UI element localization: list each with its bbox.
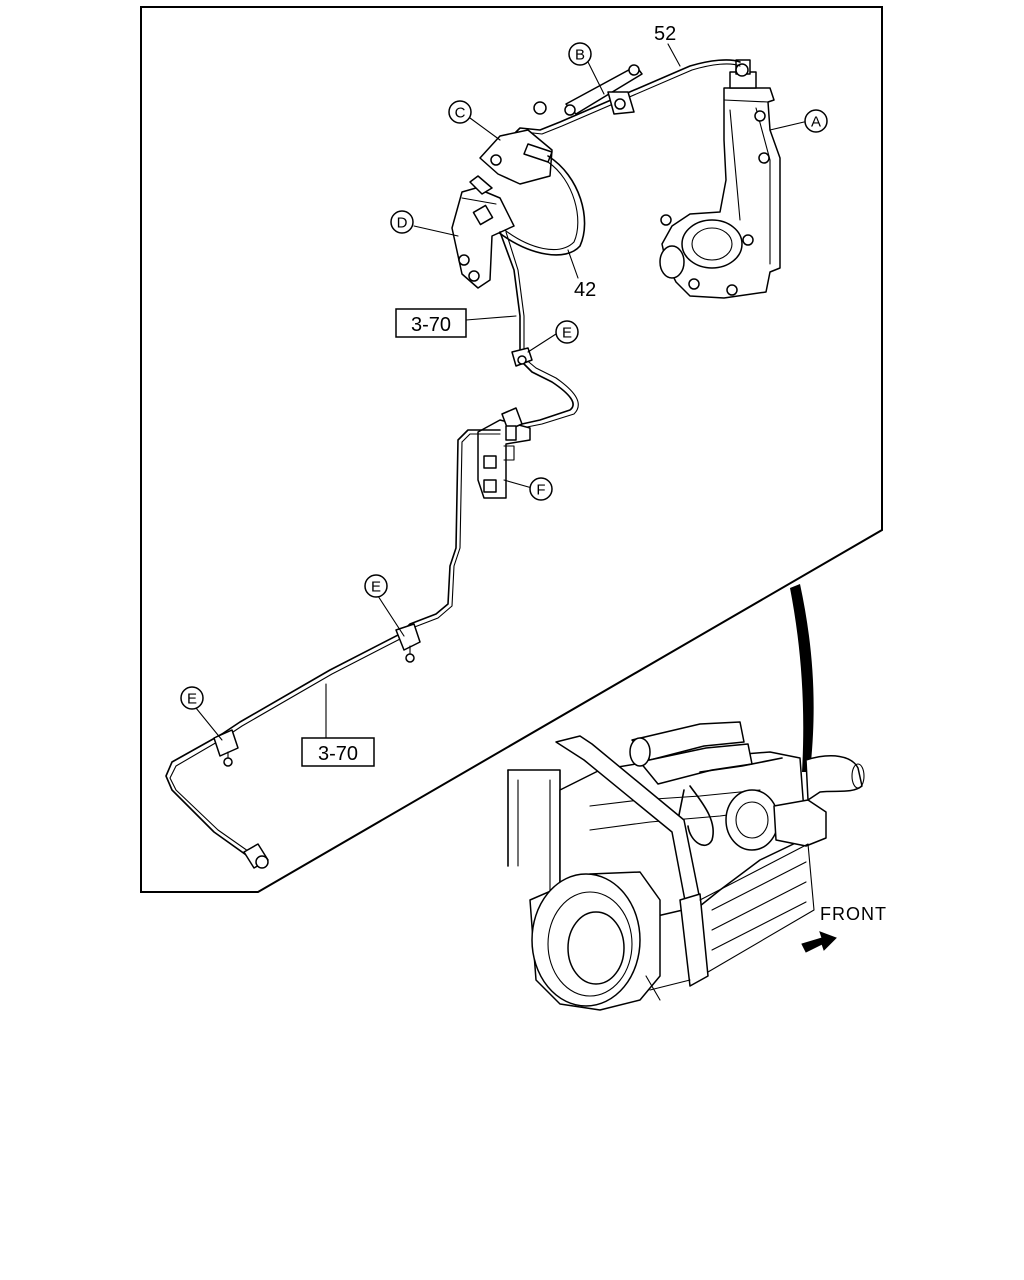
clamp-e-lower: [213, 729, 239, 767]
bracket-d: [451, 175, 515, 289]
pipe-end-fitting: [243, 843, 269, 869]
svg-text:3-70: 3-70: [318, 743, 358, 765]
callout-a: A: [804, 109, 828, 133]
reference-box-upper: 3-70: [395, 308, 467, 338]
svg-text:C: C: [455, 105, 466, 122]
engine-overview: [507, 721, 865, 1011]
valve-housing-a: [659, 59, 781, 299]
detail-frame: [140, 6, 883, 893]
svg-text:E: E: [187, 691, 197, 708]
svg-text:B: B: [575, 47, 585, 64]
svg-text:D: D: [397, 215, 408, 232]
callout-e-middle: E: [364, 574, 388, 598]
svg-text:3-70: 3-70: [411, 314, 451, 336]
bracket-f: [477, 407, 531, 499]
callout-e-lower: E: [180, 686, 204, 710]
pipe-52: [511, 59, 741, 147]
svg-text:E: E: [371, 579, 381, 596]
front-arrow-icon: [801, 931, 837, 953]
part-number-52: 52: [654, 23, 676, 45]
bracket-b: [564, 64, 643, 116]
clamp-e-upper: [511, 347, 533, 367]
clamp-e-middle: [395, 623, 421, 663]
reference-box-lower: 3-70: [301, 737, 375, 767]
svg-text:F: F: [536, 482, 545, 499]
callout-e-upper: E: [555, 320, 579, 344]
front-label: FRONT: [820, 904, 887, 924]
callout-d: D: [390, 210, 414, 234]
svg-text:E: E: [562, 325, 572, 342]
part-number-42: 42: [574, 279, 596, 301]
callout-c: C: [448, 100, 472, 124]
callout-b: B: [568, 42, 592, 66]
callout-f: F: [529, 477, 553, 501]
svg-text:A: A: [811, 114, 821, 131]
bracket-c: [479, 101, 553, 185]
hose-42: [497, 155, 586, 256]
pipe-3-70-lower: [165, 429, 501, 863]
leader-lines: [195, 43, 805, 741]
location-pointer: [790, 584, 814, 772]
